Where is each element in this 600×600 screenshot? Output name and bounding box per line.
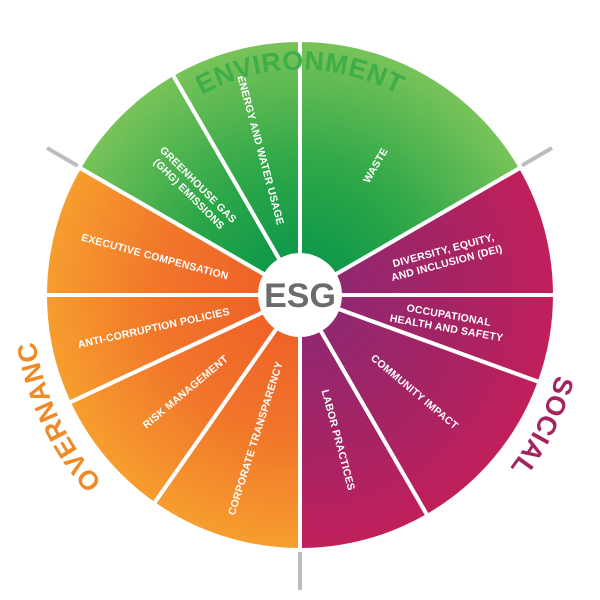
separator-tick-top-right [519, 146, 554, 168]
center-label: ESG [264, 277, 336, 315]
segment-exec-comp [43, 165, 302, 297]
center-hub [258, 253, 342, 337]
segment-transparency [151, 293, 302, 552]
segment-community [298, 293, 542, 518]
segment-anti-corruption [43, 293, 302, 405]
segment-ring [43, 38, 557, 552]
segment-risk [66, 293, 302, 506]
segment-waste [298, 38, 523, 297]
segment-ghg [77, 72, 302, 297]
segment-dei [298, 165, 557, 297]
separator-tick-top-left [45, 146, 80, 168]
segment-energy-water [170, 38, 302, 297]
segment-labor [298, 293, 430, 552]
